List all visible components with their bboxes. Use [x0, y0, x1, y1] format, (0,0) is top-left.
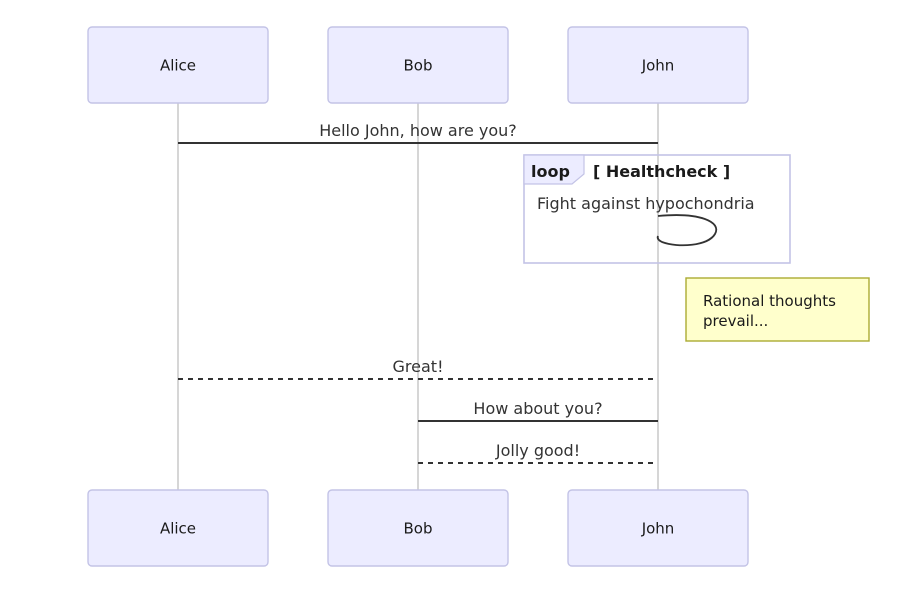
message-label: Hello John, how are you? — [319, 121, 517, 140]
message-how-about-you[interactable]: How about you? — [418, 399, 658, 422]
actor-rect — [327, 489, 509, 567]
actor-rect — [87, 489, 269, 567]
actor-label: Bob — [404, 57, 433, 75]
self-message-label: Fight against hypochondria — [537, 194, 755, 213]
actor-box-bottom-john[interactable]: John — [567, 489, 749, 567]
note-rect — [685, 277, 870, 342]
message-label: Jolly good! — [495, 441, 580, 460]
loop-fragment[interactable]: loop [ Healthcheck ] Fight against hypoc… — [523, 154, 791, 264]
note-rational-thoughts: Rational thoughts prevail... — [685, 277, 870, 342]
lifelines — [177, 103, 659, 491]
actor-box-bottom-alice[interactable]: Alice — [87, 489, 269, 567]
message-label: How about you? — [473, 399, 602, 418]
actor-rect — [567, 26, 749, 104]
loop-tab-shape — [523, 154, 585, 185]
loop-frame — [523, 154, 791, 264]
self-message-loop-arrow — [656, 214, 718, 247]
actor-box-bottom-bob[interactable]: Bob — [327, 489, 509, 567]
note-line-1: Rational thoughts — [703, 292, 836, 310]
actor-label: Alice — [160, 57, 196, 75]
message-label: Great! — [393, 357, 444, 376]
actor-label: John — [641, 57, 675, 75]
note-line-2: prevail... — [703, 312, 768, 330]
actor-box-top-john[interactable]: John — [567, 26, 749, 104]
loop-title-label: [ Healthcheck ] — [593, 162, 730, 181]
message-great[interactable]: Great! — [178, 357, 658, 380]
message-hello-john[interactable]: Hello John, how are you? — [178, 121, 658, 144]
actor-label: Alice — [160, 520, 196, 538]
actor-rect — [87, 26, 269, 104]
actor-rect — [567, 489, 749, 567]
actor-label: John — [641, 520, 675, 538]
actor-box-top-alice[interactable]: Alice — [87, 26, 269, 104]
loop-keyword-label: loop — [531, 162, 570, 181]
message-jolly-good[interactable]: Jolly good! — [418, 441, 658, 464]
actor-box-top-bob[interactable]: Bob — [327, 26, 509, 104]
actor-label: Bob — [404, 520, 433, 538]
actor-rect — [327, 26, 509, 104]
